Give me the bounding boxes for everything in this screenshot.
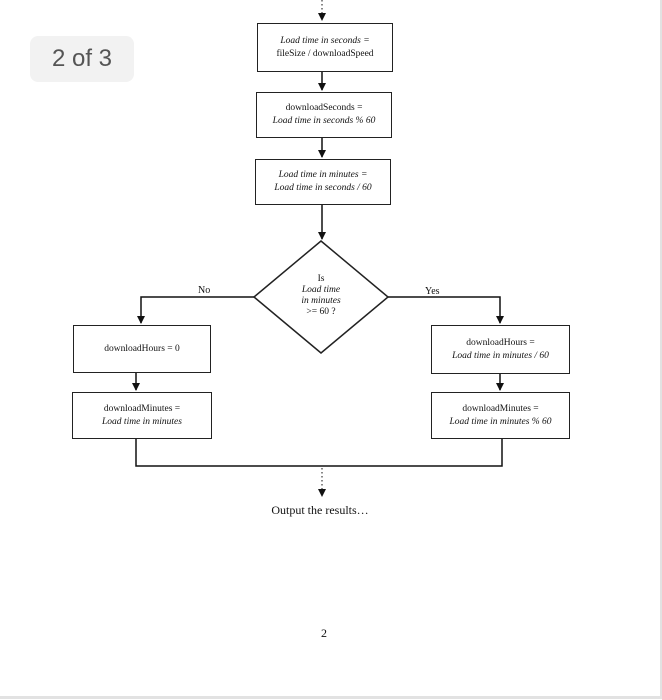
load-time-seconds-box: Load time in seconds = fileSize / downlo… <box>257 23 393 72</box>
branch-yes-label: Yes <box>425 286 440 297</box>
merge-line <box>135 439 503 467</box>
load-time-seconds-formula: fileSize / downloadSpeed <box>276 48 374 59</box>
download-minutes-no-box: downloadMinutes = Load time in minutes <box>72 392 212 439</box>
no-branch-line <box>137 296 254 324</box>
load-time-seconds-label: Load time in seconds = <box>280 35 370 46</box>
load-time-minutes-box: Load time in minutes = Load time in seco… <box>255 159 391 205</box>
decision-line-4: >= 60 ? <box>306 307 336 317</box>
decision-line-1: Is <box>317 274 325 284</box>
download-minutes-yes-formula: Load time in minutes % 60 <box>449 416 552 427</box>
page-number: 2 <box>321 626 327 640</box>
page-indicator-badge: 2 of 3 <box>30 36 134 82</box>
branch-no-label: No <box>198 285 211 296</box>
download-seconds-label: downloadSeconds = <box>285 103 363 113</box>
download-minutes-no-label: downloadMinutes = <box>103 403 181 414</box>
load-time-minutes-label: Load time in minutes = <box>278 170 368 180</box>
download-minutes-yes-box: downloadMinutes = Load time in minutes %… <box>431 392 570 439</box>
download-hours-zero-box: downloadHours = 0 <box>73 325 211 373</box>
download-hours-yes-label: downloadHours = <box>466 337 535 348</box>
download-seconds-box: downloadSeconds = Load time in seconds %… <box>256 92 392 138</box>
download-minutes-no-formula: Load time in minutes <box>102 416 182 427</box>
decision-line-2: Load time <box>301 285 341 295</box>
download-minutes-yes-label: downloadMinutes = <box>462 403 539 414</box>
decision-line-3: in minutes <box>301 296 341 306</box>
decision-text: Is Load time in minutes >= 60 ? <box>286 274 356 318</box>
output-results-text: Output the results… <box>271 503 369 517</box>
yes-branch-line <box>388 296 504 324</box>
download-hours-zero-text: downloadHours = 0 <box>104 343 180 354</box>
download-seconds-formula: Load time in seconds % 60 <box>272 116 376 126</box>
download-hours-yes-formula: Load time in minutes / 60 <box>452 350 549 361</box>
decision-diamond <box>252 240 390 354</box>
load-time-minutes-formula: Load time in seconds / 60 <box>274 183 372 193</box>
download-hours-yes-box: downloadHours = Load time in minutes / 6… <box>431 325 570 374</box>
